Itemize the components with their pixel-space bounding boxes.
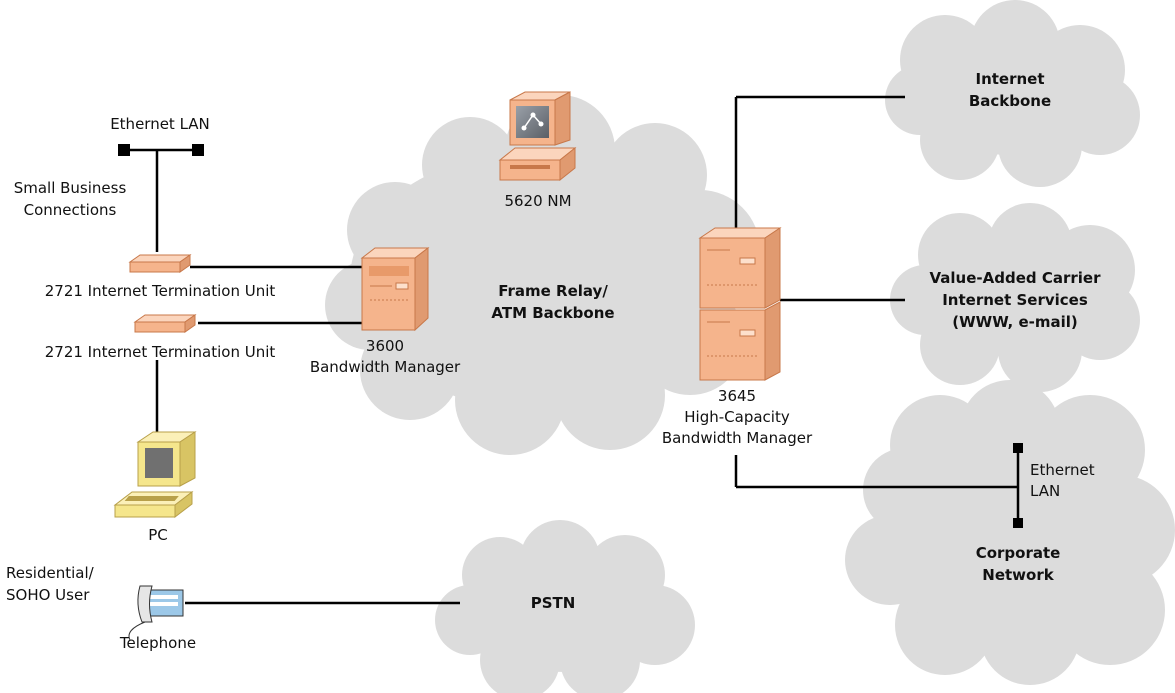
- bm-3645-label-line2: High-Capacity: [684, 408, 790, 426]
- value-added-label-line1: Value-Added Carrier: [930, 269, 1102, 287]
- itu-2-label: 2721 Internet Termination Unit: [45, 343, 276, 361]
- bm-3600-label-line2: Bandwidth Manager: [310, 358, 461, 376]
- pstn-label: PSTN: [531, 594, 576, 612]
- frame-relay-label-line2: ATM Backbone: [491, 304, 614, 322]
- internet-backbone-cloud: [885, 0, 1140, 187]
- bm-3600-label-line1: 3600: [366, 337, 404, 355]
- residential-label-line1: Residential/: [6, 564, 95, 582]
- ethernet-lan-corp-terminators: [1013, 443, 1023, 528]
- nm-5620-icon: [498, 91, 577, 182]
- ethernet-lan-top-label: Ethernet LAN: [110, 115, 210, 133]
- corporate-network-cloud: [845, 380, 1175, 685]
- bm-3645-label-line1: 3645: [718, 387, 756, 405]
- telephone-label: Telephone: [119, 634, 196, 652]
- small-business-label-line2: Connections: [24, 201, 117, 219]
- pc-icon: [113, 431, 197, 519]
- frame-relay-label-line1: Frame Relay/: [498, 282, 608, 300]
- value-added-cloud: [890, 203, 1140, 392]
- itu-1-label: 2721 Internet Termination Unit: [45, 282, 276, 300]
- connection-lines: [125, 95, 1020, 605]
- residential-label-line2: SOHO User: [6, 586, 90, 604]
- corporate-label-line2: Network: [982, 566, 1054, 584]
- internet-backbone-label-line1: Internet: [975, 70, 1044, 88]
- small-business-label-line1: Small Business: [14, 179, 127, 197]
- itu-1-icon: [128, 254, 192, 273]
- ethernet-lan-top-terminators: [118, 144, 204, 156]
- corporate-label-line1: Corporate: [976, 544, 1061, 562]
- itu-2-icon: [133, 314, 197, 333]
- bm-3645-icon: [698, 227, 782, 381]
- value-added-label-line2: Internet Services: [942, 291, 1088, 309]
- ethernet-lan-corp-label-line1: Ethernet: [1030, 461, 1095, 479]
- nm-5620-label: 5620 NM: [504, 192, 571, 210]
- telephone-icon: [128, 585, 184, 641]
- bm-3600-icon: [360, 246, 430, 332]
- value-added-label-line3: (WWW, e-mail): [952, 313, 1077, 331]
- internet-backbone-label-line2: Backbone: [969, 92, 1051, 110]
- bm-3645-label-line3: Bandwidth Manager: [662, 429, 813, 447]
- pstn-cloud: [435, 520, 695, 693]
- ethernet-lan-corp-label-line2: LAN: [1030, 482, 1060, 500]
- pc-label: PC: [148, 526, 168, 544]
